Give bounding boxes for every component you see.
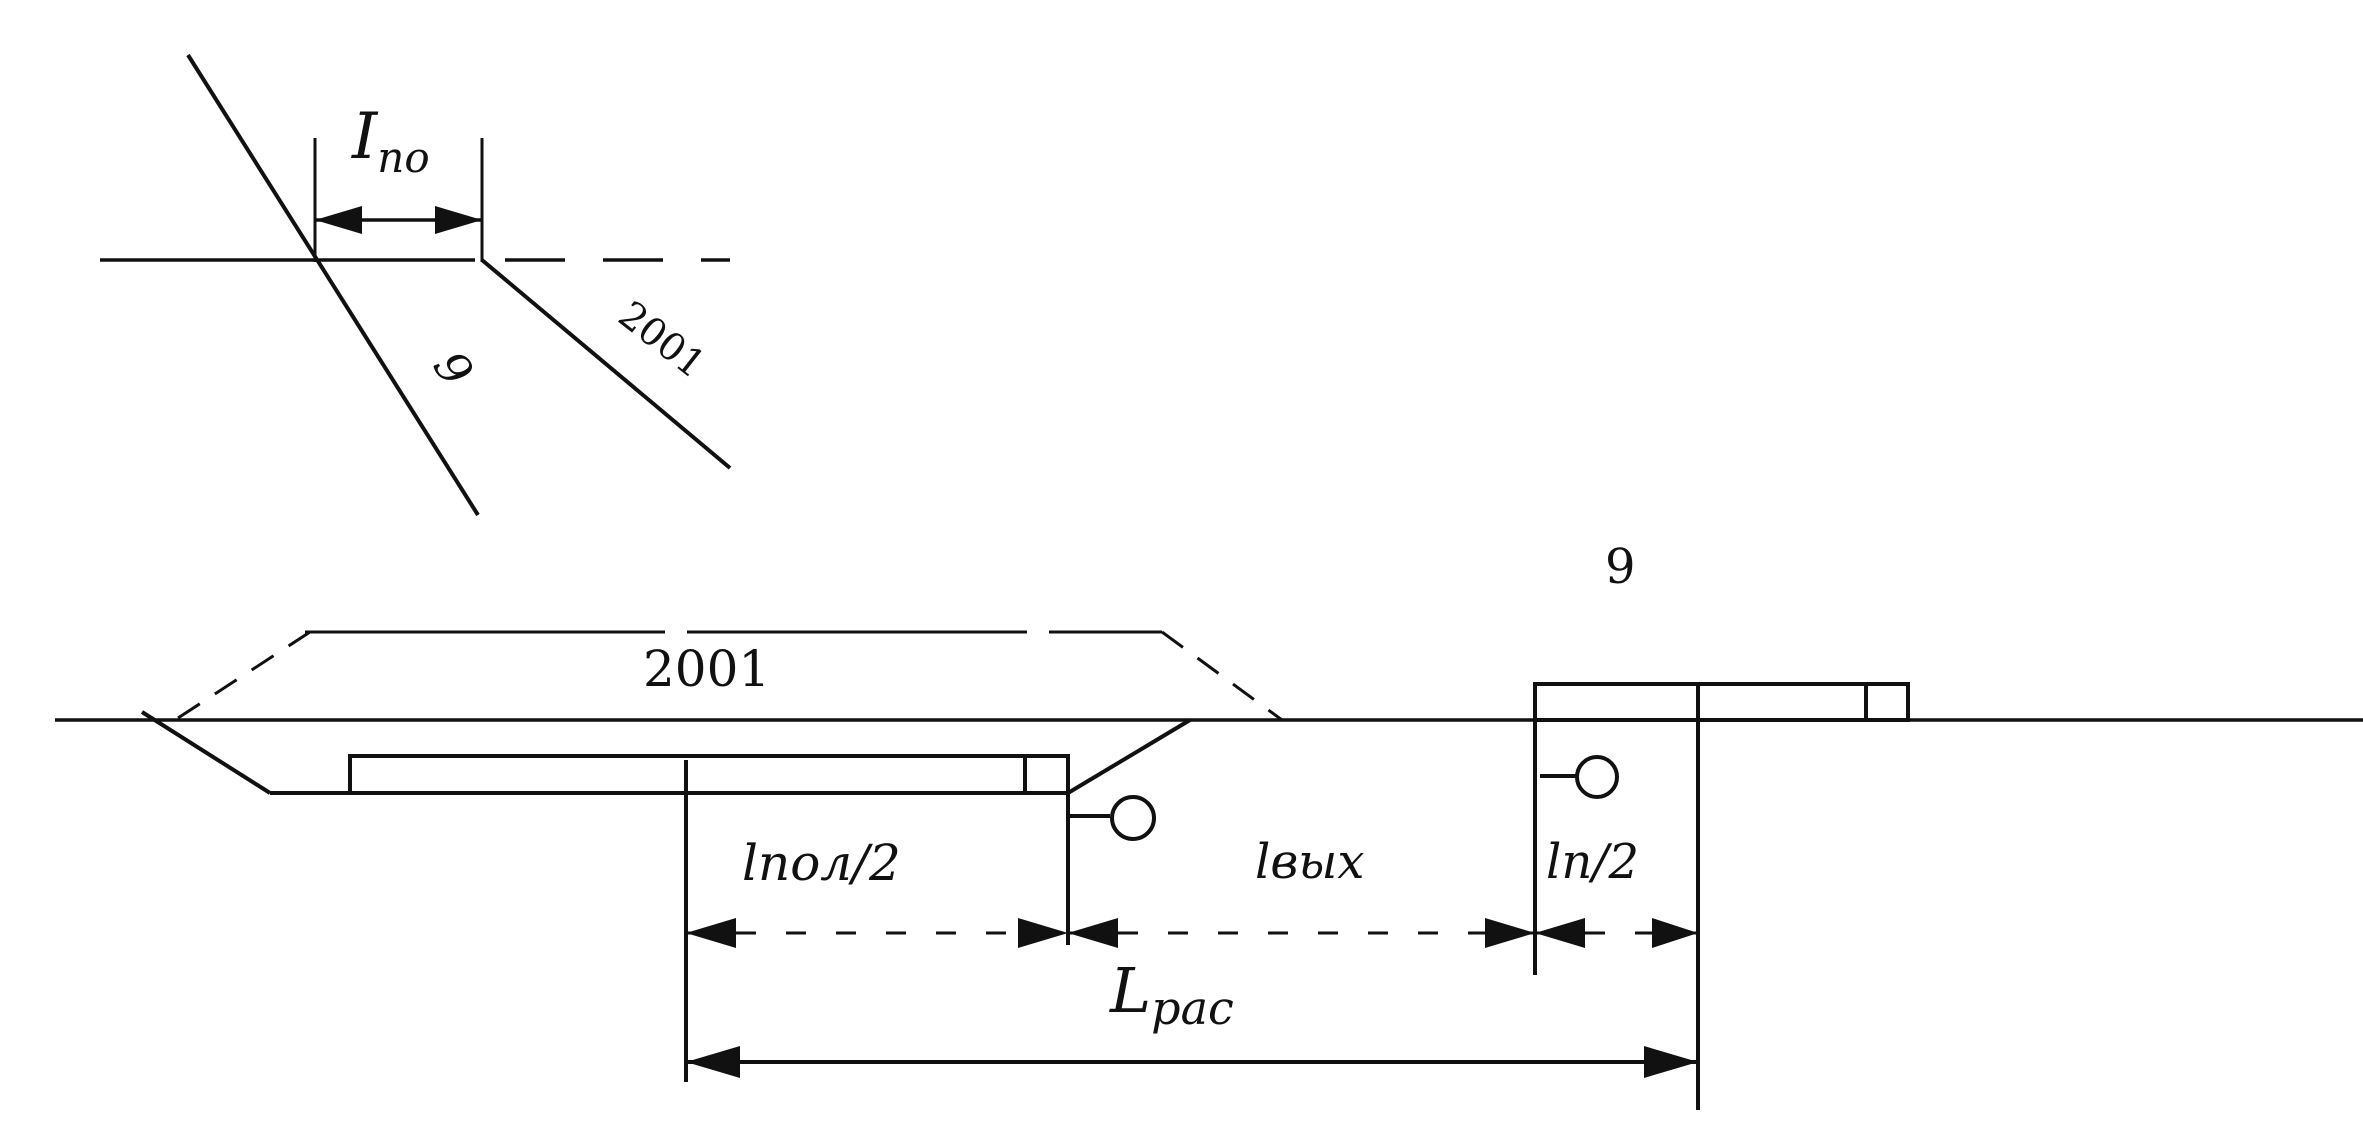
dimension-row [686,918,1698,948]
inset-track-9-label: 9 [423,342,484,396]
inset-arrow-right [435,206,482,234]
inset-track-9 [186,53,480,517]
signal-right-icon [1540,755,1619,799]
total-label: Lрас [1109,954,1234,1035]
dim-mid-label: lвых [1255,834,1364,890]
inset-crossing-diagram: Ino 9 2001 [100,53,732,517]
inset-arrow-left [315,206,362,234]
dim-right-label: ln/2 [1546,834,1639,890]
inset-track-2001 [480,258,732,470]
inset-track-2001-label: 2001 [610,292,713,386]
train-left [348,754,1070,795]
dim-left-label: lпол/2 [742,834,901,892]
total-dimension [686,1046,1698,1078]
switch-9-label: 9 [1605,539,1636,595]
main-track-layout: 2001 9 [55,539,2363,1110]
inset-dimension-label: Ino [351,100,430,182]
signal-left-icon [1070,795,1156,841]
lower-siding [140,710,1192,795]
train-right [1533,682,1910,722]
siding-2001-upper [177,630,1283,722]
siding-2001-label: 2001 [643,640,770,698]
